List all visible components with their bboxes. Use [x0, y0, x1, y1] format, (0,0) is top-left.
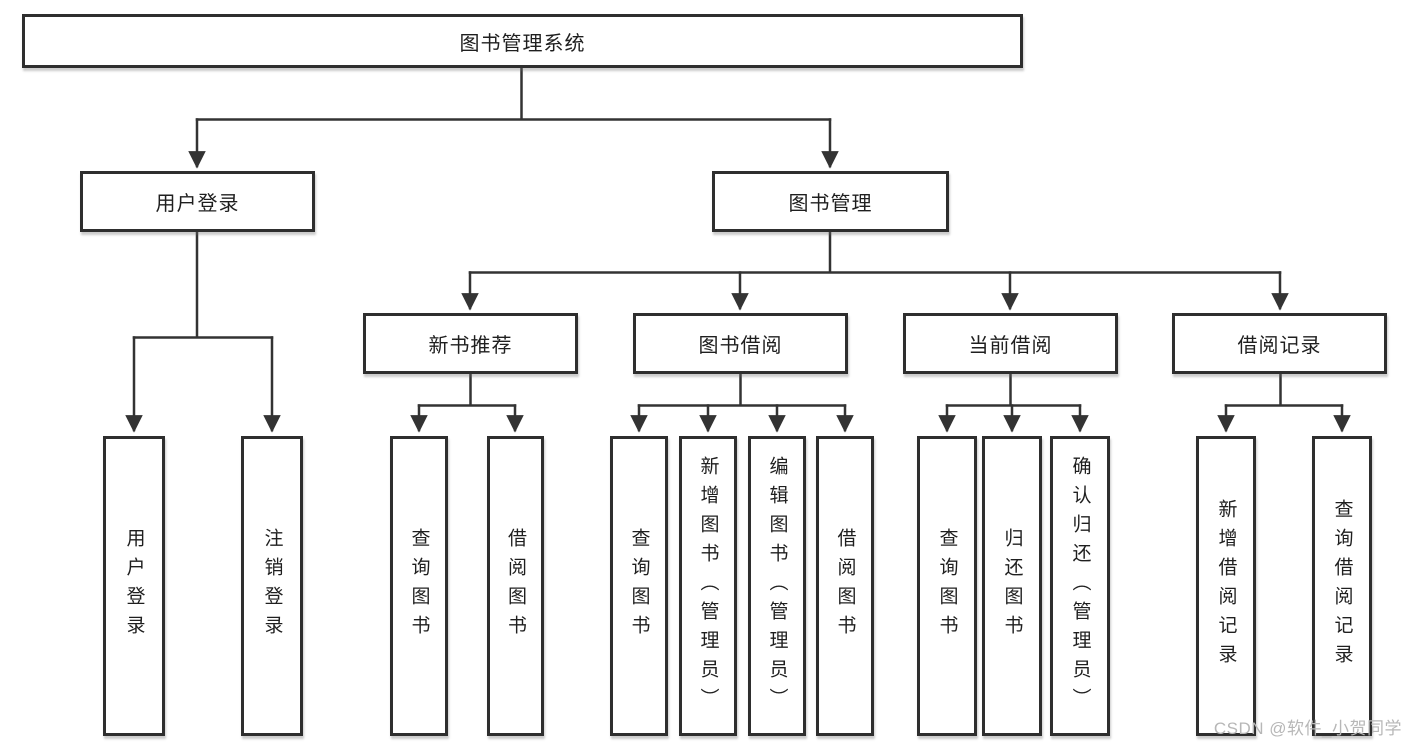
- spine-current-borrow: [945, 372, 1082, 407]
- spine-user-login: [132, 230, 274, 339]
- watermark: CSDN @软件_小贺同学: [1213, 719, 1402, 738]
- node-user-login: 用户登录: [80, 171, 315, 232]
- leaf-cb-query-books: 查询图书: [917, 436, 977, 736]
- node-book-borrowing: 图书借阅: [633, 313, 848, 374]
- node-library-system: 图书管理系统: [22, 14, 1023, 68]
- leaf-bb-edit-books-admin: 编辑图书（管理员）: [748, 436, 806, 736]
- spine-root: [195, 66, 832, 121]
- spine-book-management: [468, 230, 1282, 274]
- node-borrowing-records: 借阅记录: [1172, 313, 1387, 374]
- node-book-management: 图书管理: [712, 171, 949, 232]
- leaf-nbr-query-books: 查询图书: [390, 436, 448, 736]
- leaf-nbr-borrow-books: 借阅图书: [487, 436, 544, 736]
- leaf-cb-confirm-return-admin: 确认归还（管理员）: [1050, 436, 1110, 736]
- spine-borrow-records: [1224, 372, 1344, 407]
- leaf-br-query-record: 查询借阅记录: [1312, 436, 1372, 736]
- leaf-bb-add-books-admin: 新增图书（管理员）: [679, 436, 737, 736]
- leaf-br-add-record: 新增借阅记录: [1196, 436, 1256, 736]
- leaf-bb-borrow-books: 借阅图书: [816, 436, 874, 736]
- leaf-user-login: 用户登录: [103, 436, 165, 736]
- leaf-cb-return-books: 归还图书: [982, 436, 1042, 736]
- spine-book-borrow: [637, 372, 847, 407]
- node-current-borrowing: 当前借阅: [903, 313, 1118, 374]
- leaf-logout-login: 注销登录: [241, 436, 303, 736]
- node-new-book-recommend: 新书推荐: [363, 313, 578, 374]
- spine-new-book: [417, 372, 517, 407]
- leaf-bb-query-books: 查询图书: [610, 436, 668, 736]
